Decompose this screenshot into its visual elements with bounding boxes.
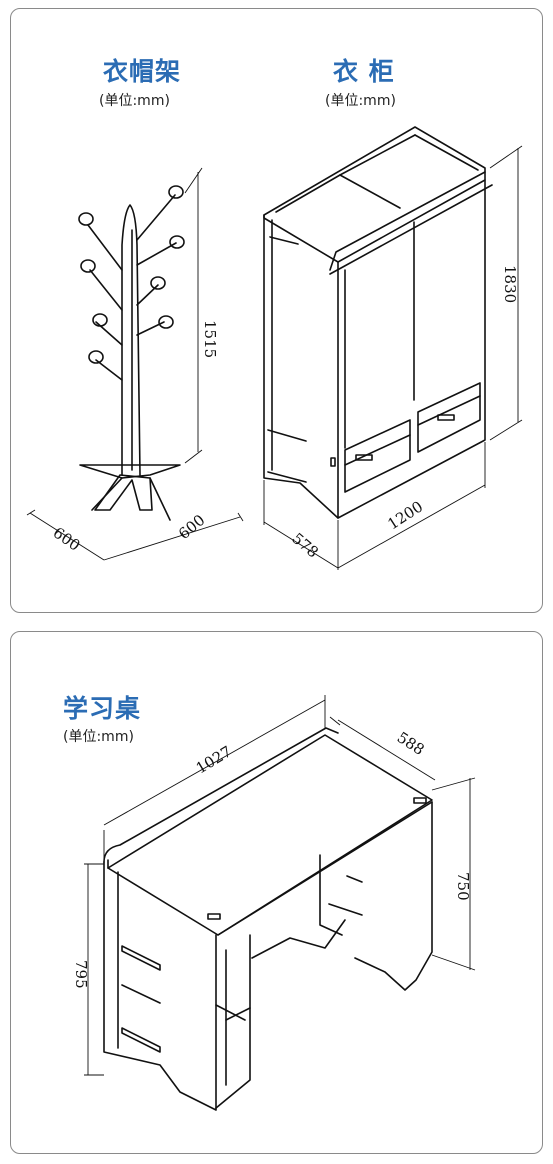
top-drawings: 1515 600 600 — [26, 126, 523, 570]
desk-height-front-label: 750 — [454, 872, 472, 901]
wardrobe-title: 衣 柜 — [333, 57, 395, 86]
wardrobe-height-label: 1830 — [501, 265, 519, 303]
desk-height-side-label: 795 — [72, 960, 90, 989]
desk-drawing: 1027 588 750 795 — [72, 695, 476, 1111]
desk-width-label: 1027 — [193, 742, 235, 777]
top-panel — [10, 8, 543, 613]
desk-unit: (单位:mm) — [63, 729, 134, 745]
desk-depth-label: 588 — [394, 728, 428, 759]
coat-rack-title: 衣帽架 — [103, 57, 182, 86]
coat-rack-height-label: 1515 — [201, 320, 219, 358]
coat-rack-drawing: 1515 600 600 — [26, 167, 244, 561]
wardrobe-unit: (单位:mm) — [325, 93, 396, 109]
bottom-panel — [10, 631, 543, 1154]
coat-rack-unit: (单位:mm) — [99, 93, 170, 109]
desk-title: 学习桌 — [63, 694, 142, 723]
